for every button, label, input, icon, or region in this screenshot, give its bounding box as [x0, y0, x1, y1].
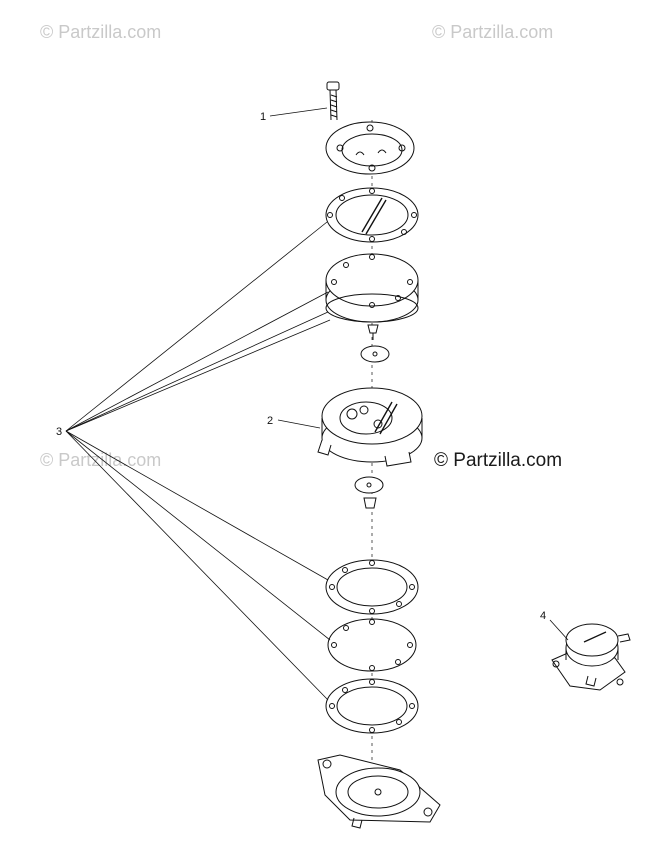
- watermark-center: © Partzilla.com: [434, 450, 563, 471]
- part-pump-body: [317, 387, 423, 467]
- watermark-top-right: © Partzilla.com: [432, 22, 554, 42]
- callout-label-4: 4: [540, 610, 546, 622]
- part-gasket-lower-1: [325, 559, 419, 615]
- part-gasket-lower-2: [325, 678, 419, 734]
- callout-3-leaders: [65, 221, 331, 701]
- watermark-mid-left: © Partzilla.com: [40, 450, 162, 470]
- part-screw: [326, 81, 340, 121]
- callout-1-leader: [269, 107, 328, 117]
- part-pump-cover: [325, 253, 419, 323]
- callout-label-2: 2: [267, 415, 273, 427]
- watermark-top-left: © Partzilla.com: [40, 22, 162, 42]
- callout-4-leader: [549, 619, 569, 641]
- part-assembled-pump: [551, 623, 631, 691]
- callout-label-1: 1: [260, 111, 266, 123]
- callout-2-leader: [277, 419, 321, 429]
- part-diaphragm: [327, 618, 417, 672]
- part-base-plate: [317, 754, 441, 829]
- part-check-valve-lower: [363, 497, 377, 509]
- part-gasket-top: [325, 187, 419, 243]
- part-washer-upper: [360, 345, 390, 363]
- callout-label-3: 3: [56, 426, 62, 438]
- part-retainer-plate: [325, 121, 415, 175]
- part-check-valve: [367, 324, 379, 340]
- part-washer-lower: [354, 476, 384, 494]
